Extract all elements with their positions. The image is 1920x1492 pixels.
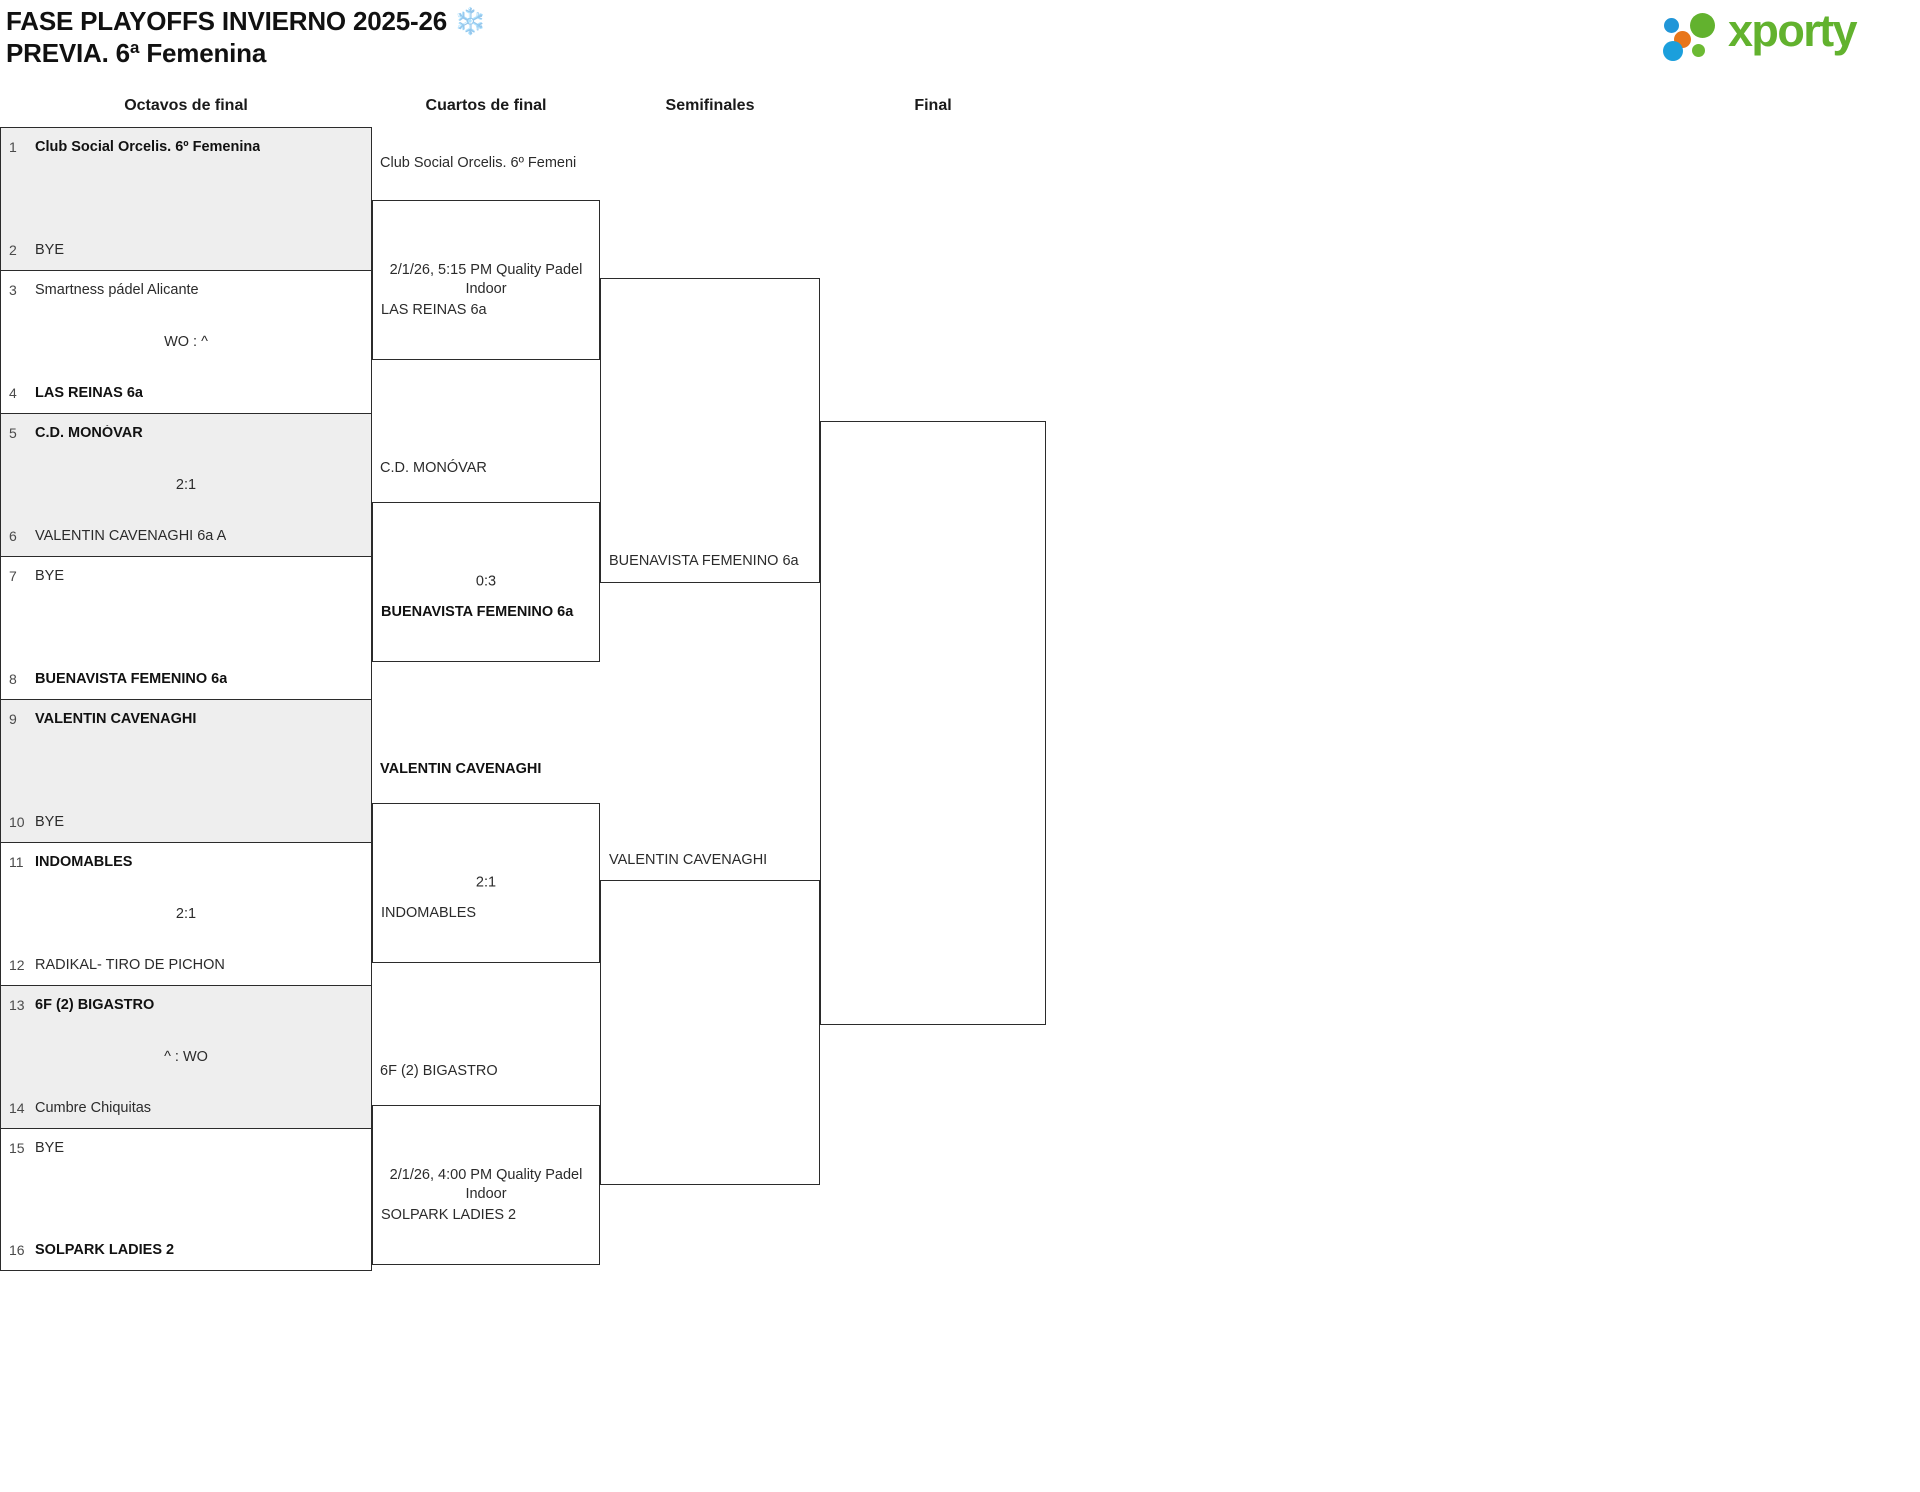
advancing-team-label: Club Social Orcelis. 6º Femeni <box>380 155 577 171</box>
team-name: BYE <box>35 241 65 258</box>
match-row[interactable]: 9 VALENTIN CAVENAGHI 10 BYE <box>0 699 372 842</box>
seed-number: 10 <box>9 813 25 830</box>
bracket-slot[interactable]: 11 INDOMABLES <box>1 854 371 871</box>
seed-number: 8 <box>9 670 17 687</box>
team-name: BYE <box>35 813 65 830</box>
team-name: BYE <box>35 568 65 584</box>
seed-number: 1 <box>9 139 17 156</box>
seed-number: 4 <box>9 384 17 401</box>
team-name: VALENTIN CAVENAGHI <box>35 711 197 727</box>
xporty-logo[interactable]: xporty <box>1662 6 1902 62</box>
bracket-slot[interactable]: 6 VALENTIN CAVENAGHI 6a A <box>1 528 371 545</box>
team-name: VALENTIN CAVENAGHI <box>609 852 768 868</box>
team-name: Cumbre Chiquitas <box>35 1099 152 1116</box>
match-row[interactable]: 1 Club Social Orcelis. 6º Femenina 2 BYE <box>0 127 372 270</box>
seed-number: 16 <box>9 1241 25 1258</box>
bracket-slot[interactable]: 8 BUENAVISTA FEMENINO 6a <box>1 671 371 688</box>
match-score: 2:1 <box>175 477 197 493</box>
logo-dot-blue-small <box>1664 18 1679 33</box>
match-score: WO : ^ <box>164 334 208 350</box>
team-name: LAS REINAS 6a <box>381 301 487 318</box>
match-row[interactable]: 7 BYE 8 BUENAVISTA FEMENINO 6a <box>0 556 372 699</box>
seed-number: 7 <box>9 568 17 585</box>
match-score: 2:1 <box>175 906 197 922</box>
bracket-slot[interactable]: 4 LAS REINAS 6a <box>1 385 371 402</box>
tournament-title: FASE PLAYOFFS INVIERNO 2025-26 ❄️ PREVIA… <box>6 6 1006 69</box>
match-row[interactable]: 15 BYE 16 SOLPARK LADIES 2 <box>0 1128 372 1271</box>
team-name: RADIKAL- TIRO DE PICHON <box>35 956 225 973</box>
bracket-slot[interactable]: 7 BYE <box>1 568 371 585</box>
bracket-slot[interactable]: 10 BYE <box>1 814 371 831</box>
match-schedule: 2/1/26, 4:00 PM Quality Padel Indoor <box>389 1167 583 1202</box>
team-name: INDOMABLES <box>381 904 477 921</box>
team-name: BUENAVISTA FEMENINO 6a <box>609 552 799 569</box>
round-header-final: Final <box>914 97 952 114</box>
team-name: INDOMABLES <box>35 854 133 870</box>
logo-dots-icon <box>1662 10 1724 61</box>
round-header-cuartos: Cuartos de final <box>425 97 547 114</box>
logo-dot-green-small <box>1692 44 1705 57</box>
match-box-final[interactable] <box>820 421 1046 1025</box>
logo-dot-blue-large <box>1663 41 1683 61</box>
seed-number: 14 <box>9 1099 25 1116</box>
match-box-quarterfinal-2[interactable]: 0:3 BUENAVISTA FEMENINO 6a <box>372 502 600 662</box>
seed-number: 3 <box>9 282 17 299</box>
team-name: LAS REINAS 6a <box>35 384 143 401</box>
match-box-quarterfinal-1[interactable]: 2/1/26, 5:15 PM Quality Padel Indoor LAS… <box>372 200 600 360</box>
bracket-slot[interactable]: 16 SOLPARK LADIES 2 <box>1 1242 371 1259</box>
bracket-slot[interactable]: 9 VALENTIN CAVENAGHI <box>1 711 371 728</box>
match-box-quarterfinal-4[interactable]: 2/1/26, 4:00 PM Quality Padel Indoor SOL… <box>372 1105 600 1265</box>
bracket-slot[interactable]: 14 Cumbre Chiquitas <box>1 1100 371 1117</box>
match-box-quarterfinal-3[interactable]: 2:1 INDOMABLES <box>372 803 600 963</box>
seed-number: 11 <box>9 854 24 871</box>
bracket-slot[interactable]: 13 6F (2) BIGASTRO <box>1 997 371 1014</box>
match-box-semifinal-2[interactable]: VALENTIN CAVENAGHI <box>600 852 820 1185</box>
advancing-team-label: VALENTIN CAVENAGHI <box>380 761 542 777</box>
round-header-octavos: Octavos de final <box>124 97 248 114</box>
match-row[interactable]: 13 6F (2) BIGASTRO ^ : WO 14 Cumbre Chiq… <box>0 985 372 1128</box>
team-name: SOLPARK LADIES 2 <box>35 1241 175 1258</box>
team-name: BUENAVISTA FEMENINO 6a <box>381 603 574 620</box>
team-name: BYE <box>35 1140 65 1156</box>
team-name: Smartness pádel Alicante <box>35 282 199 298</box>
team-name: BUENAVISTA FEMENINO 6a <box>35 670 228 687</box>
match-row[interactable]: 5 C.D. MONÓVAR 2:1 6 VALENTIN CAVENAGHI … <box>0 413 372 556</box>
team-name: VALENTIN CAVENAGHI 6a A <box>35 527 227 544</box>
round-header-semifinales: Semifinales <box>665 97 755 114</box>
round-octavos: 1 Club Social Orcelis. 6º Femenina 2 BYE… <box>0 127 372 1271</box>
bracket-slot[interactable]: 1 Club Social Orcelis. 6º Femenina <box>1 139 371 156</box>
match-score: 2:1 <box>475 874 497 891</box>
advancing-team-label: C.D. MONÓVAR <box>380 460 487 476</box>
bracket-slot[interactable]: 15 BYE <box>1 1140 371 1157</box>
advancing-team-label: 6F (2) BIGASTRO <box>380 1063 498 1079</box>
match-score: 0:3 <box>475 573 497 590</box>
match-row[interactable]: 3 Smartness pádel Alicante WO : ^ 4 LAS … <box>0 270 372 413</box>
seed-number: 12 <box>9 956 25 973</box>
match-schedule: 2/1/26, 5:15 PM Quality Padel Indoor <box>389 262 583 297</box>
team-name: SOLPARK LADIES 2 <box>381 1206 517 1223</box>
seed-number: 2 <box>9 241 17 258</box>
match-row[interactable]: 11 INDOMABLES 2:1 12 RADIKAL- TIRO DE PI… <box>0 842 372 985</box>
team-name: 6F (2) BIGASTRO <box>35 997 155 1013</box>
team-name: Club Social Orcelis. 6º Femenina <box>35 139 261 155</box>
seed-number: 6 <box>9 527 17 544</box>
bracket-slot[interactable]: 2 BYE <box>1 242 371 259</box>
title-line-2: PREVIA. 6ª Femenina <box>6 37 267 68</box>
seed-number: 5 <box>9 425 17 442</box>
title-line-1: FASE PLAYOFFS INVIERNO 2025-26 ❄️ <box>6 6 487 36</box>
bracket-slot[interactable]: 3 Smartness pádel Alicante <box>1 282 371 299</box>
match-box-semifinal-1[interactable]: BUENAVISTA FEMENINO 6a <box>600 278 820 583</box>
seed-number: 9 <box>9 711 17 728</box>
logo-dot-green-large <box>1690 13 1715 38</box>
bracket-slot[interactable]: 5 C.D. MONÓVAR <box>1 425 371 442</box>
logo-wordmark: xporty <box>1728 5 1858 56</box>
seed-number: 15 <box>9 1140 25 1157</box>
match-score: ^ : WO <box>164 1049 208 1065</box>
bracket-slot[interactable]: 12 RADIKAL- TIRO DE PICHON <box>1 957 371 974</box>
team-name: C.D. MONÓVAR <box>35 425 143 441</box>
seed-number: 13 <box>9 997 25 1014</box>
